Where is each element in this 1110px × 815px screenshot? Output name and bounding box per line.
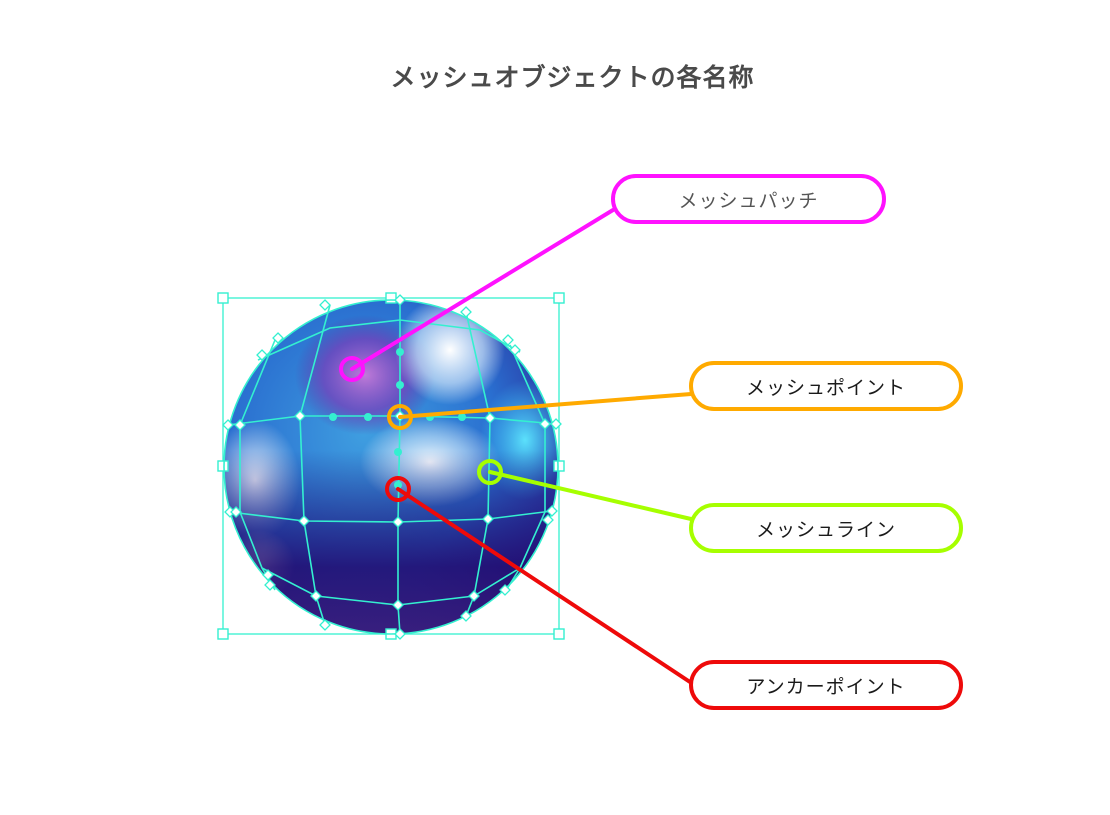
mesh-anchor-point (468, 590, 480, 602)
leader-line-anchor (396, 487, 695, 686)
mesh-anchor-point (550, 418, 562, 430)
direction-handle (394, 448, 402, 456)
mesh-anchor-point (272, 332, 284, 344)
mesh-anchor-point (394, 294, 406, 306)
mesh-anchor-point (319, 299, 331, 311)
callout-anchor-point: アンカーポイント (689, 660, 963, 710)
leader-line-line (488, 470, 693, 521)
mesh-anchor-point (222, 419, 234, 431)
bounding-box-handle (217, 460, 229, 472)
bounding-box-handle (217, 628, 229, 640)
mesh-line (504, 344, 546, 593)
leader-line-patch (350, 208, 615, 371)
mesh-anchor-point (539, 418, 551, 430)
direction-handle (458, 413, 466, 421)
callout-mesh-point: メッシュポイント (689, 361, 963, 411)
callout-leaders (339, 208, 695, 686)
bounding-box-handle (553, 628, 565, 640)
mesh-anchor-point (460, 306, 472, 318)
mesh-anchor-point (542, 514, 554, 526)
direction-handle (364, 413, 372, 421)
mesh-anchor-point (234, 419, 246, 431)
bounding-box-handle (553, 460, 565, 472)
direction-handle (329, 413, 337, 421)
mesh-anchor-point (482, 513, 494, 525)
callout-mesh-line-label: メッシュライン (755, 518, 896, 541)
mesh-anchor-point (392, 599, 404, 611)
mesh-anchor-point (546, 505, 558, 517)
marker-anchor (385, 476, 411, 502)
mesh-anchor-point (256, 349, 268, 361)
mesh-anchor-point (298, 515, 310, 527)
mesh-grid (217, 292, 565, 640)
direction-handle (396, 381, 404, 389)
direction-handle (396, 348, 404, 356)
diagram-title: メッシュオブジェクトの各名称 (390, 63, 755, 92)
mesh-anchor-point (502, 334, 514, 346)
callout-mesh-line: メッシュライン (689, 503, 963, 553)
callout-mesh-point-label: メッシュポイント (745, 376, 906, 399)
leader-line-point (398, 392, 693, 419)
mesh-anchor-point (460, 610, 472, 622)
bounding-box-handle (553, 292, 565, 304)
callout-anchor-point-label: アンカーポイント (746, 675, 906, 698)
marker-patch (339, 356, 365, 382)
mesh-anchor-point (392, 516, 404, 528)
marker-line (477, 459, 503, 485)
direction-handle (394, 481, 402, 489)
mesh-anchor-point (264, 579, 276, 591)
bounding-box-handle (217, 292, 229, 304)
mesh-anchor-point (319, 619, 331, 631)
mesh-anchor-point (509, 344, 521, 356)
mesh-anchor-point (230, 506, 242, 518)
mesh-anchor-point (499, 584, 511, 596)
sphere-outline (223, 299, 559, 635)
callout-mesh-patch: メッシュパッチ (611, 174, 886, 224)
mesh-anchor-point (262, 569, 274, 581)
marker-point (387, 404, 413, 430)
mesh-anchor-point (394, 628, 406, 640)
mesh-anchor-point (294, 410, 306, 422)
bounding-box-handle (385, 292, 397, 304)
mesh-anchor-point (484, 412, 496, 424)
mesh-anchor-point (310, 590, 322, 602)
callout-mesh-patch-label: メッシュパッチ (678, 189, 819, 212)
